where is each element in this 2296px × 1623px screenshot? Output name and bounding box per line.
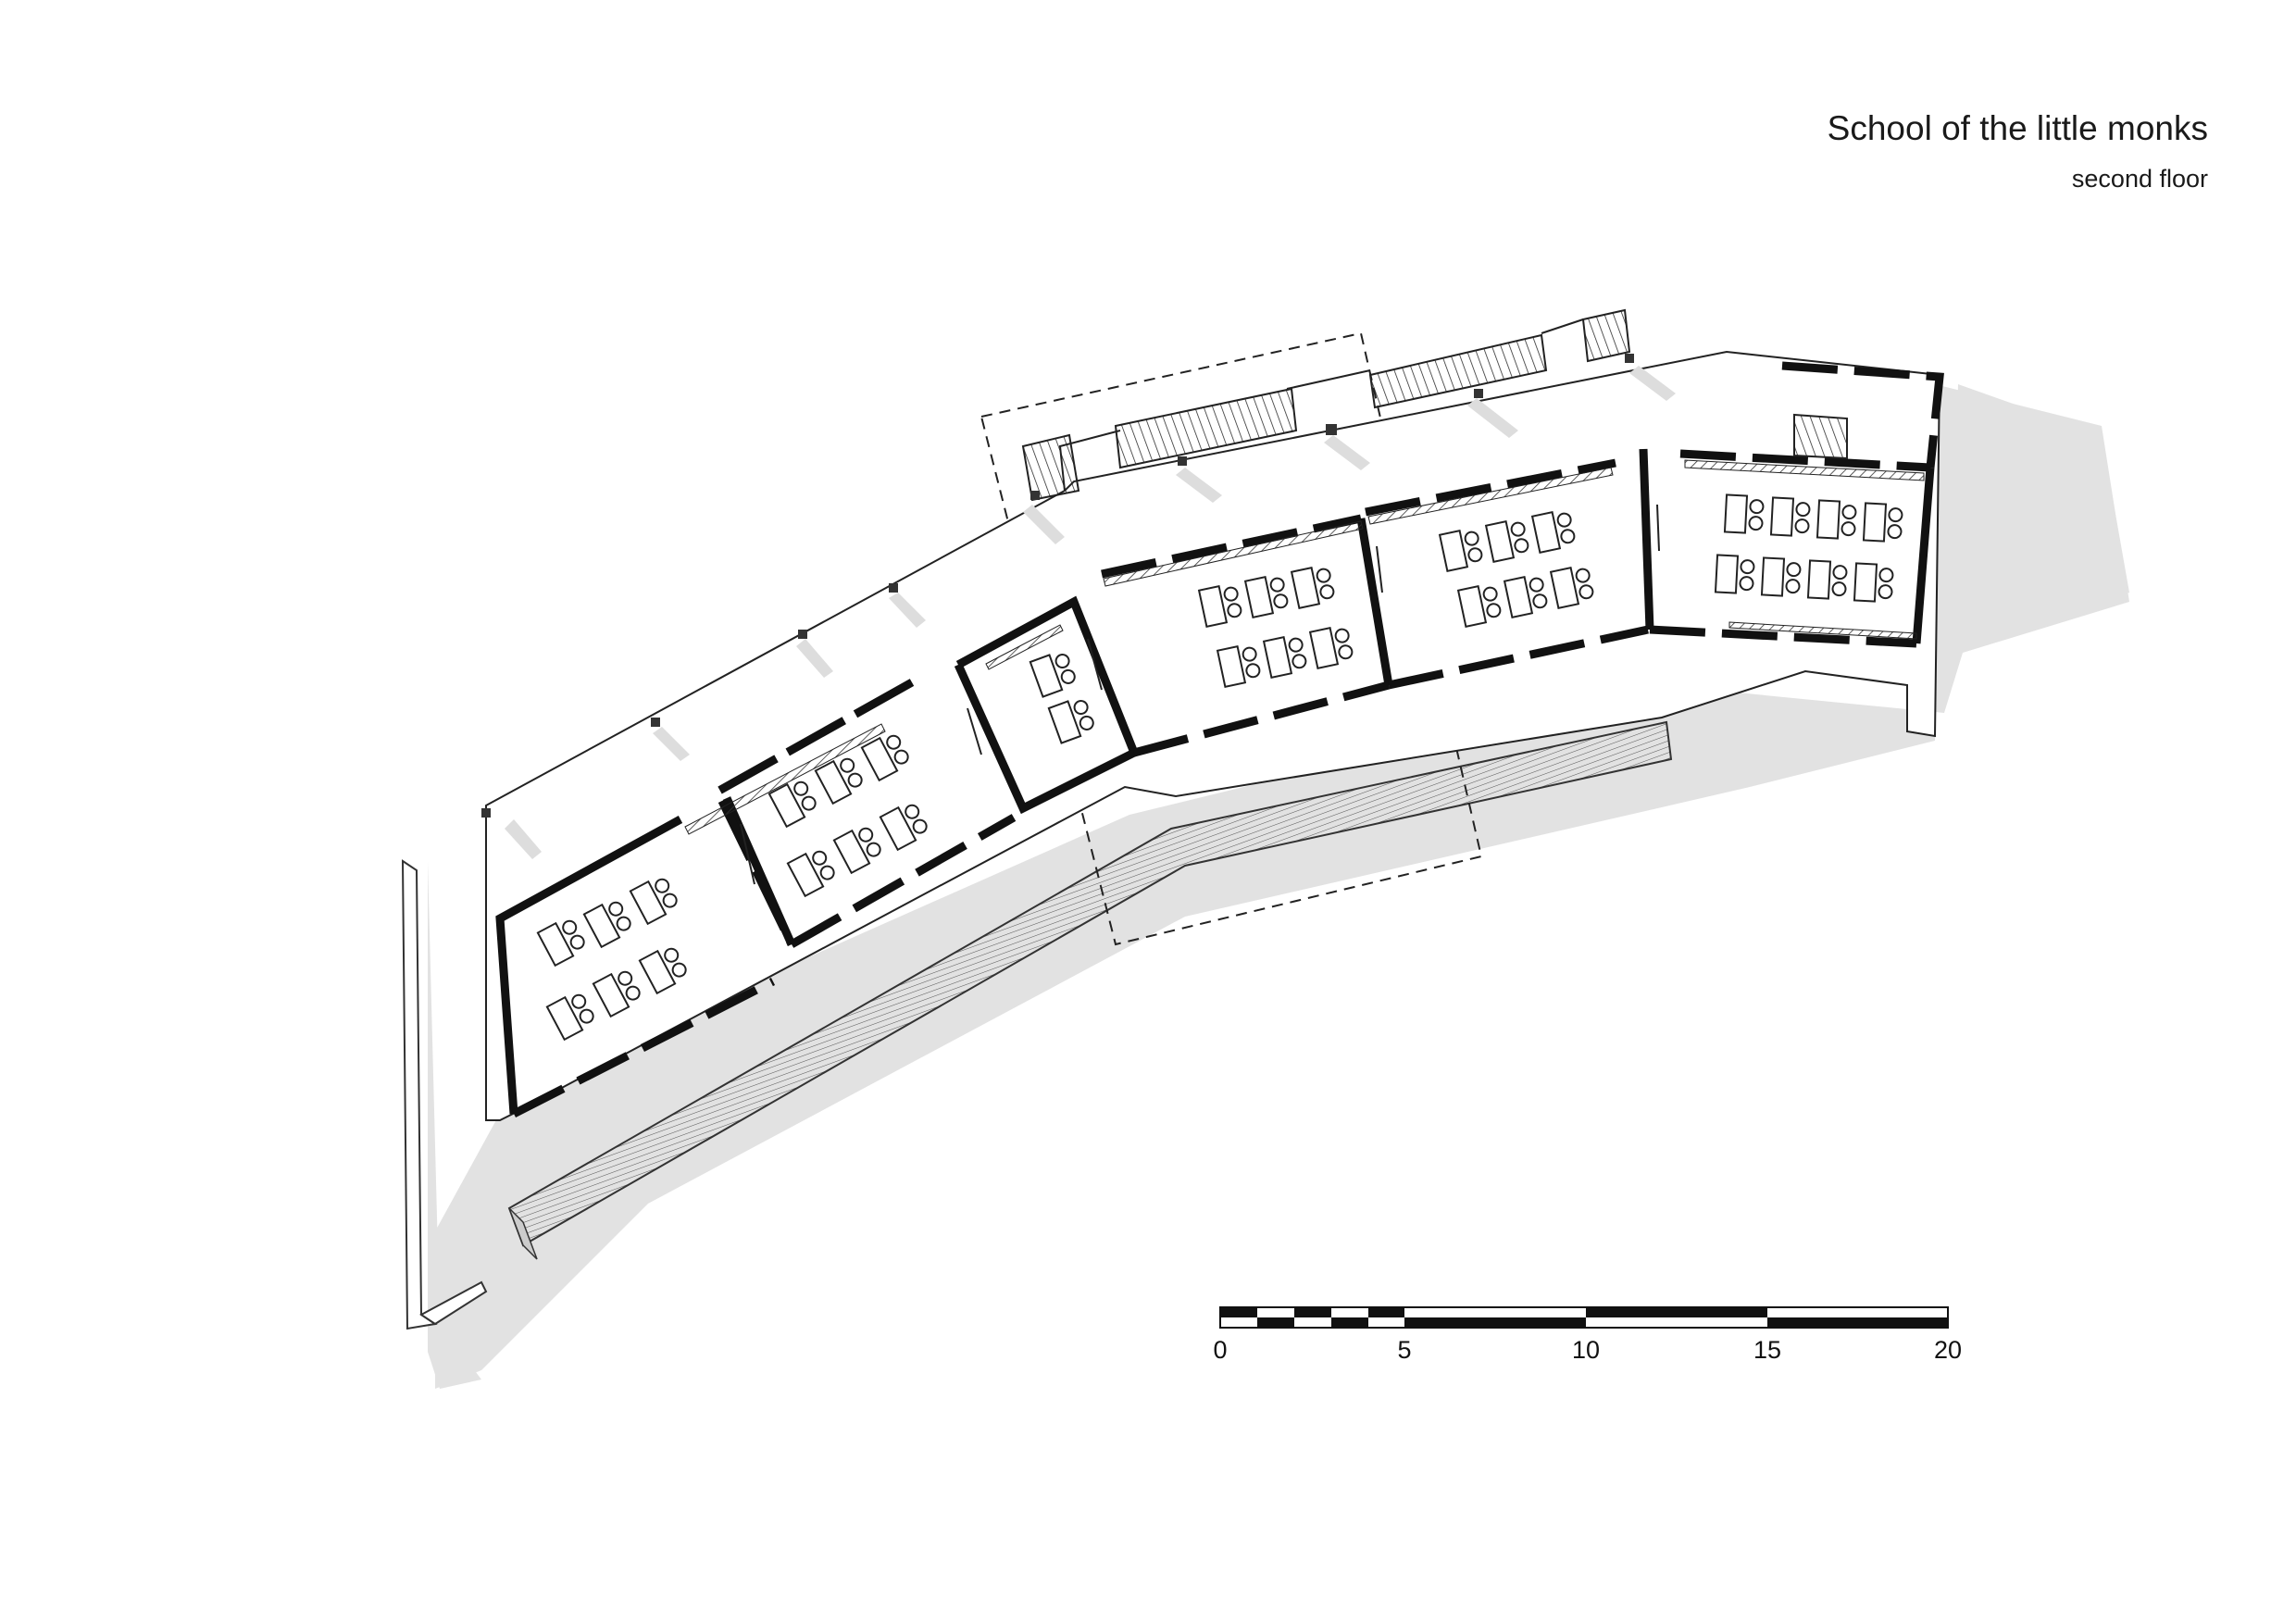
retaining-wall	[401, 859, 488, 1330]
scale-label-10: 10	[1572, 1336, 1600, 1364]
classroom-walls	[495, 361, 1944, 1118]
cast-shadow	[428, 384, 2129, 1389]
scale-label-5: 5	[1397, 1336, 1411, 1364]
drawing-title: School of the little monks	[1827, 109, 2208, 147]
north-balcony-stairs	[1021, 308, 1631, 502]
drawing-subtitle: second floor	[2071, 165, 2208, 193]
scale-bar: 0 5 10 15 20	[1213, 1306, 1962, 1364]
corridor-columns	[481, 354, 1676, 859]
access-ramp	[507, 720, 1673, 1260]
scale-label-0: 0	[1213, 1336, 1227, 1364]
scale-label-20: 20	[1934, 1336, 1962, 1364]
window-sills	[684, 459, 1925, 835]
internal-staircase	[1793, 413, 1848, 460]
doors	[740, 504, 1660, 885]
scale-label-15: 15	[1753, 1336, 1781, 1364]
